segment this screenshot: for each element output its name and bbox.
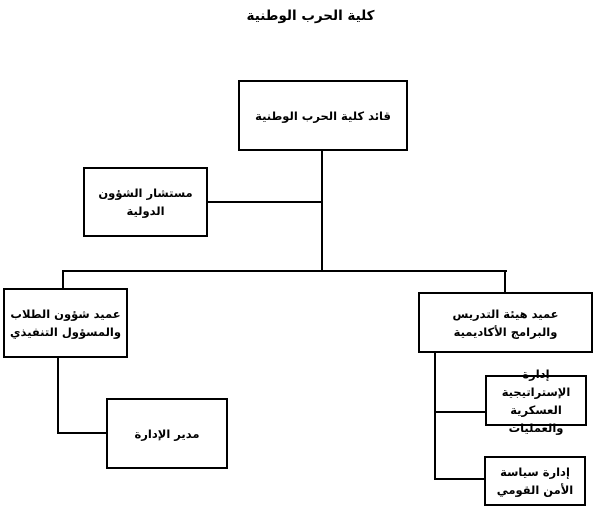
label-line-2: والبرامج الأكاديمية bbox=[453, 324, 558, 339]
node-director-administration-label: مدير الإدارة bbox=[134, 426, 200, 441]
label-line-1: إدارة سياسة bbox=[500, 465, 570, 479]
node-dean-faculty-academic-programs: عميد هيئة التدريس والبرامج الأكاديمية bbox=[418, 292, 593, 353]
label-line-2: العسكرية والعمليات bbox=[508, 402, 564, 435]
connector-dean-faculty-drop bbox=[504, 270, 506, 293]
connector-dean-faculty-down bbox=[434, 353, 436, 480]
connector-advisor-horizontal bbox=[208, 201, 323, 203]
node-national-security-policy-dept: إدارة سياسة الأمن القومي bbox=[484, 456, 586, 506]
connector-dean-students-down bbox=[57, 358, 59, 434]
node-dean-student-affairs: عميد شؤون الطلاب والمسؤول التنفيذي bbox=[3, 288, 128, 358]
connector-main-horizontal bbox=[62, 270, 507, 272]
node-international-affairs-advisor: مستشار الشؤون الدولية bbox=[83, 167, 208, 237]
node-international-affairs-advisor-label: مستشار الشؤون الدولية bbox=[98, 184, 192, 220]
node-national-security-policy-dept-label: إدارة سياسة الأمن القومي bbox=[497, 463, 573, 499]
node-dean-faculty-academic-programs-label: عميد هيئة التدريس والبرامج الأكاديمية bbox=[452, 305, 558, 341]
node-commander: قائد كلية الحرب الوطنية bbox=[238, 80, 408, 151]
chart-title: كلية الحرب الوطنية bbox=[246, 8, 375, 24]
node-commander-label: قائد كلية الحرب الوطنية bbox=[255, 108, 391, 123]
connector-strategy-horizontal bbox=[434, 411, 486, 413]
label-line-1: مستشار الشؤون bbox=[98, 186, 193, 200]
connector-director-horizontal bbox=[57, 432, 107, 434]
label-line-1: عميد هيئة التدريس bbox=[452, 306, 559, 321]
connector-commander-down bbox=[321, 151, 323, 271]
label-line-2: الأمن القومي bbox=[496, 483, 574, 497]
node-director-administration: مدير الإدارة bbox=[106, 398, 228, 469]
node-military-strategy-operations-dept: إدارة الإستراتيجية العسكرية والعمليات bbox=[485, 367, 587, 435]
label-line-1: عميد شؤون الطلاب bbox=[10, 307, 121, 321]
label-line-1: إدارة الإستراتيجية bbox=[501, 366, 571, 399]
connector-dean-students-drop bbox=[62, 270, 64, 289]
connector-security-horizontal bbox=[434, 478, 485, 480]
node-dean-student-affairs-label: عميد شؤون الطلاب والمسؤول التنفيذي bbox=[10, 305, 121, 341]
label-line-2: والمسؤول التنفيذي bbox=[10, 325, 121, 339]
node-military-strategy-operations-dept-label: إدارة الإستراتيجية العسكرية والعمليات bbox=[487, 365, 585, 437]
label-line-2: الدولية bbox=[126, 204, 165, 218]
